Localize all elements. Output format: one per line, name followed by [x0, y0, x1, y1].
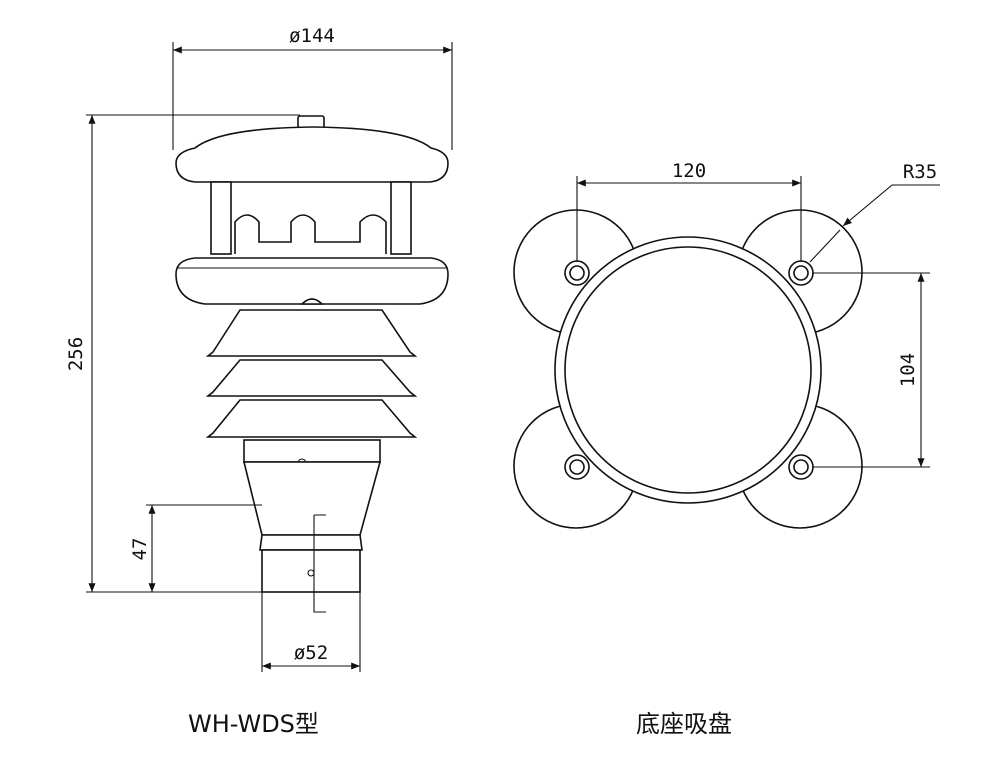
caption-suction-base: 底座吸盘	[636, 710, 732, 738]
dim-hole-spacing-y: 104	[897, 353, 919, 387]
shield-layer-1	[205, 309, 418, 357]
ultrasonic-probes	[234, 214, 387, 254]
dim-total-height: 256	[65, 337, 87, 371]
base-tube	[261, 549, 361, 593]
clamp-band	[259, 534, 363, 551]
middle-body	[175, 257, 449, 305]
base-plate-inner	[564, 246, 812, 494]
dim-base-width: ø52	[294, 642, 328, 664]
support-post-left	[210, 181, 232, 255]
sensor-side-view: ø144 256 47 ø52	[65, 25, 453, 672]
shield-layer-2	[205, 359, 418, 397]
dim-top-width: ø144	[289, 25, 335, 47]
dim-radius: R35	[903, 161, 937, 183]
body-nub	[300, 298, 324, 305]
dim-hole-spacing-x: 120	[672, 160, 706, 182]
shield-layer-3	[205, 399, 418, 438]
dim-base-height: 47	[129, 538, 151, 561]
support-post-right	[390, 181, 412, 255]
top-knob	[297, 115, 325, 129]
top-cap	[175, 126, 449, 183]
neck	[243, 439, 381, 463]
suction-base-top-view: 120 R35 104	[513, 160, 940, 529]
base-plate-outer	[554, 236, 822, 504]
taper	[242, 461, 382, 536]
caption-sensor-model: WH-WDS型	[188, 710, 319, 738]
